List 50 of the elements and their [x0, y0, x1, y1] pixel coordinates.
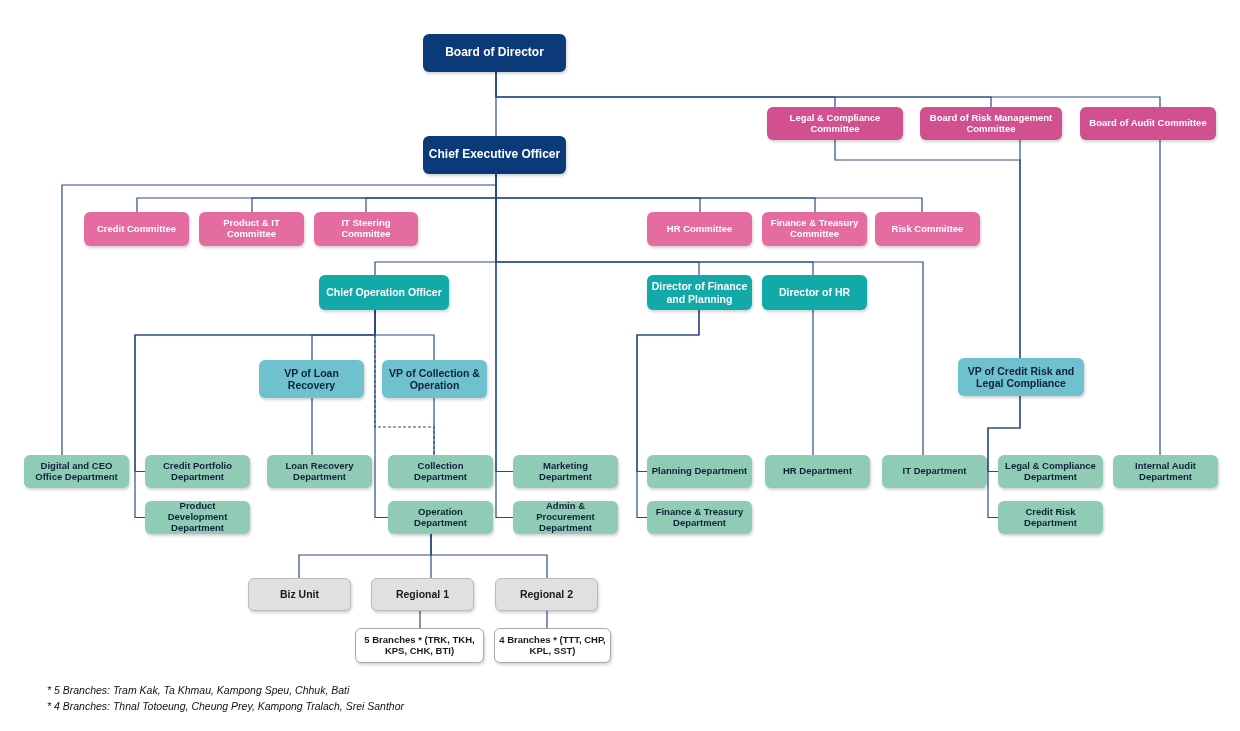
department-box: Collection Department: [388, 455, 493, 488]
department-box: Internal Audit Department: [1113, 455, 1218, 488]
branch-box: 5 Branches * (TRK, TKH, KPS, CHK, BTI): [355, 628, 484, 663]
committee-box: Risk Committee: [875, 212, 980, 246]
connector-line: [812, 309, 814, 456]
connector-line: [636, 309, 700, 519]
board-committee-box: Board of Risk Management Committee: [920, 107, 1062, 140]
department-box: Product Development Department: [145, 501, 250, 534]
board-committee-box: Legal & Compliance Committee: [767, 107, 903, 140]
committee-box: Finance & Treasury Committee: [762, 212, 867, 246]
connector-line: [834, 139, 1021, 359]
department-box: Finance & Treasury Department: [647, 501, 752, 534]
footnote: * 5 Branches: Tram Kak, Ta Khmau, Kampong Speu, Chhuk, Bati: [47, 684, 350, 696]
director-box: Director of Finance and Planning: [647, 275, 752, 310]
committee-box: IT Steering Committee: [314, 212, 418, 246]
committee-box: HR Committee: [647, 212, 752, 246]
department-box: HR Department: [765, 455, 870, 488]
committee-box: Product & IT Committee: [199, 212, 304, 246]
unit-box: Biz Unit: [248, 578, 351, 611]
unit-box: Regional 1: [371, 578, 474, 611]
department-box: Planning Department: [647, 455, 752, 488]
connector-line: [419, 610, 421, 629]
director-box: Chief Operation Officer: [319, 275, 449, 310]
executive-box: Chief Executive Officer: [423, 136, 566, 174]
vice-president-box: VP of Loan Recovery: [259, 360, 364, 398]
department-box: Loan Recovery Department: [267, 455, 372, 488]
branch-box: 4 Branches * (TTT, CHP, KPL, SST): [494, 628, 611, 663]
department-box: Credit Portfolio Department: [145, 455, 250, 488]
department-box: Marketing Department: [513, 455, 618, 488]
department-box: IT Department: [882, 455, 987, 488]
department-box: Admin & Procurement Department: [513, 501, 618, 534]
footnote: * 4 Branches: Thnal Totoeung, Cheung Prey, Kampong Tralach, Srei Santhor: [47, 700, 404, 712]
connector-line: [433, 397, 435, 456]
connector-line: [1159, 139, 1161, 456]
department-box: Operation Department: [388, 501, 493, 534]
connector-line: [546, 610, 548, 629]
director-box: Director of HR: [762, 275, 867, 310]
vice-president-box: VP of Credit Risk and Legal Compliance: [958, 358, 1084, 396]
department-box: Credit Risk Department: [998, 501, 1103, 534]
vice-president-box: VP of Collection & Operation: [382, 360, 487, 398]
connector-line: [987, 395, 1021, 519]
connector-line: [430, 533, 548, 579]
board-committee-box: Board of Audit Committee: [1080, 107, 1216, 140]
connector-line: [495, 71, 1161, 108]
connector-line: [311, 397, 313, 456]
unit-box: Regional 2: [495, 578, 598, 611]
department-box: Digital and CEO Office Department: [24, 455, 129, 488]
committee-box: Credit Committee: [84, 212, 189, 246]
department-box: Legal & Compliance Department: [998, 455, 1103, 488]
executive-box: Board of Director: [423, 34, 566, 72]
